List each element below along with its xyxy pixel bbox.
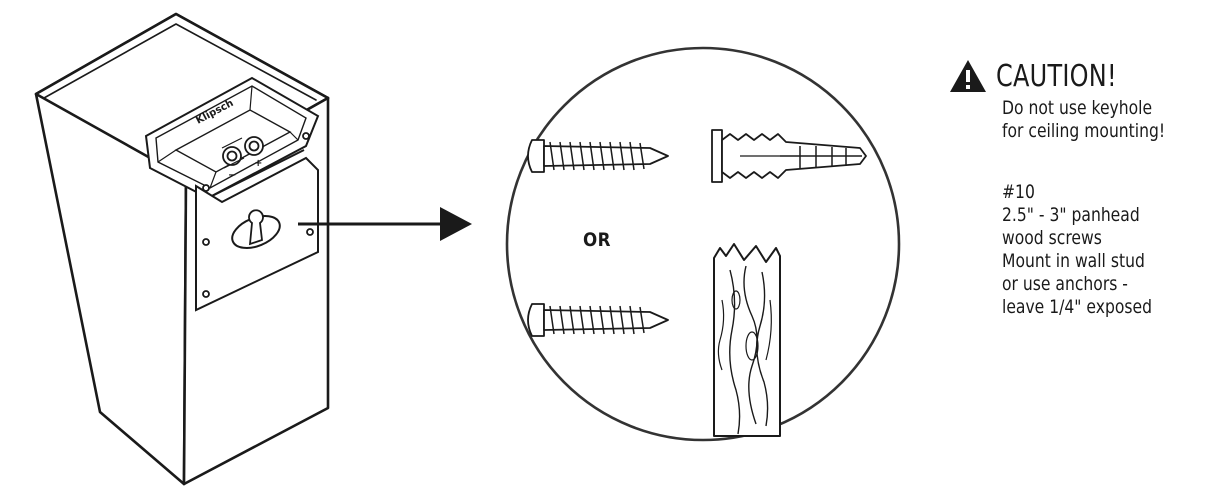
caution-text: Do not use keyhole for ceiling mounting! [1002,97,1165,143]
spec-line: #10 [1002,181,1035,203]
terminal-minus-label: − [228,170,236,181]
terminal-housing [144,76,320,200]
or-label: OR [583,229,611,251]
caution-line: Do not use keyhole [1002,97,1153,119]
binding-posts [221,136,264,169]
wall-anchor [711,129,867,183]
plate-screw-holes [202,132,314,298]
spec-line: or use anchors - [1002,273,1128,295]
detail-circle [505,46,901,442]
screw-spec-text: #10 2.5" - 3" panhead wood screws Mount … [1002,181,1152,319]
caution-line: for ceiling mounting! [1002,120,1166,142]
wall-stud [713,243,781,437]
spec-line: leave 1/4" exposed [1002,296,1152,318]
panhead-screw-bottom [527,303,669,337]
keyhole-slot [231,209,281,250]
caution-title: CAUTION! [996,58,1117,94]
terminal-plus-label: + [254,158,262,169]
warning-triangle-icon [950,60,986,92]
spec-line: wood screws [1002,227,1102,249]
panhead-screw-top [527,139,669,173]
caution-block: CAUTION! [948,56,1218,96]
spec-line: 2.5" - 3" panhead [1002,204,1140,226]
caution-heading: CAUTION! [948,56,1218,96]
pointer-arrow [298,207,472,241]
spec-line: Mount in wall stud [1002,250,1145,272]
